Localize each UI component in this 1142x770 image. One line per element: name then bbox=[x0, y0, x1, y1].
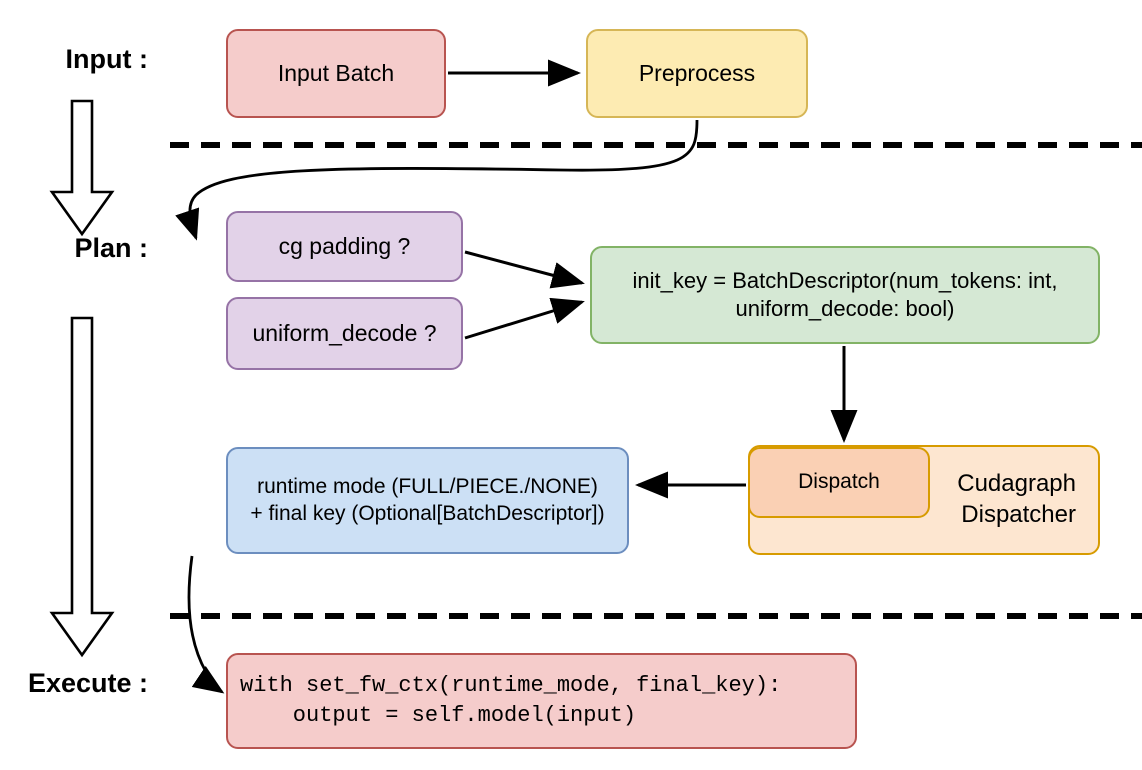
init-key-line-2: uniform_decode: bool) bbox=[735, 296, 955, 321]
node-execute-code[interactable]: with set_fw_ctx(runtime_mode, final_key)… bbox=[226, 653, 857, 749]
node-runtime-mode[interactable]: runtime mode (FULL/PIECE./NONE) + final … bbox=[226, 447, 629, 554]
cudagraph-dispatcher-line-2: Dispatcher bbox=[961, 501, 1076, 528]
plan-to-execute-block-arrow bbox=[49, 316, 115, 658]
node-preprocess[interactable]: Preprocess bbox=[586, 29, 808, 118]
connector-cg-padding-to-init-key bbox=[464, 250, 585, 289]
node-uniform-decode[interactable]: uniform_decode ? bbox=[226, 297, 463, 370]
stage-label-execute: Execute : bbox=[27, 668, 148, 698]
connector-runtime-mode-to-execute bbox=[187, 555, 225, 694]
node-cg-padding[interactable]: cg padding ? bbox=[226, 211, 463, 282]
node-dispatch[interactable]: Dispatch bbox=[748, 447, 930, 518]
stage-label-plan: Plan : bbox=[74, 233, 148, 263]
runtime-mode-line-2: + final key (Optional[BatchDescriptor]) bbox=[250, 501, 605, 525]
stage-label-input: Input : bbox=[65, 44, 148, 74]
node-input-batch[interactable]: Input Batch bbox=[226, 29, 446, 118]
execute-code-line-1: with set_fw_ctx(runtime_mode, final_key)… bbox=[240, 672, 782, 698]
connector-uniform-decode-to-init-key bbox=[464, 297, 585, 340]
init-key-line-1: init_key = BatchDescriptor(num_tokens: i… bbox=[632, 267, 1058, 293]
execute-code-line-2: output = self.model(input) bbox=[240, 703, 637, 728]
node-init-key[interactable]: init_key = BatchDescriptor(num_tokens: i… bbox=[590, 246, 1100, 344]
input-to-plan-block-arrow bbox=[49, 99, 115, 237]
runtime-mode-line-1: runtime mode (FULL/PIECE./NONE) bbox=[257, 474, 598, 498]
cudagraph-dispatcher-line-1: Cudagraph bbox=[957, 470, 1076, 498]
